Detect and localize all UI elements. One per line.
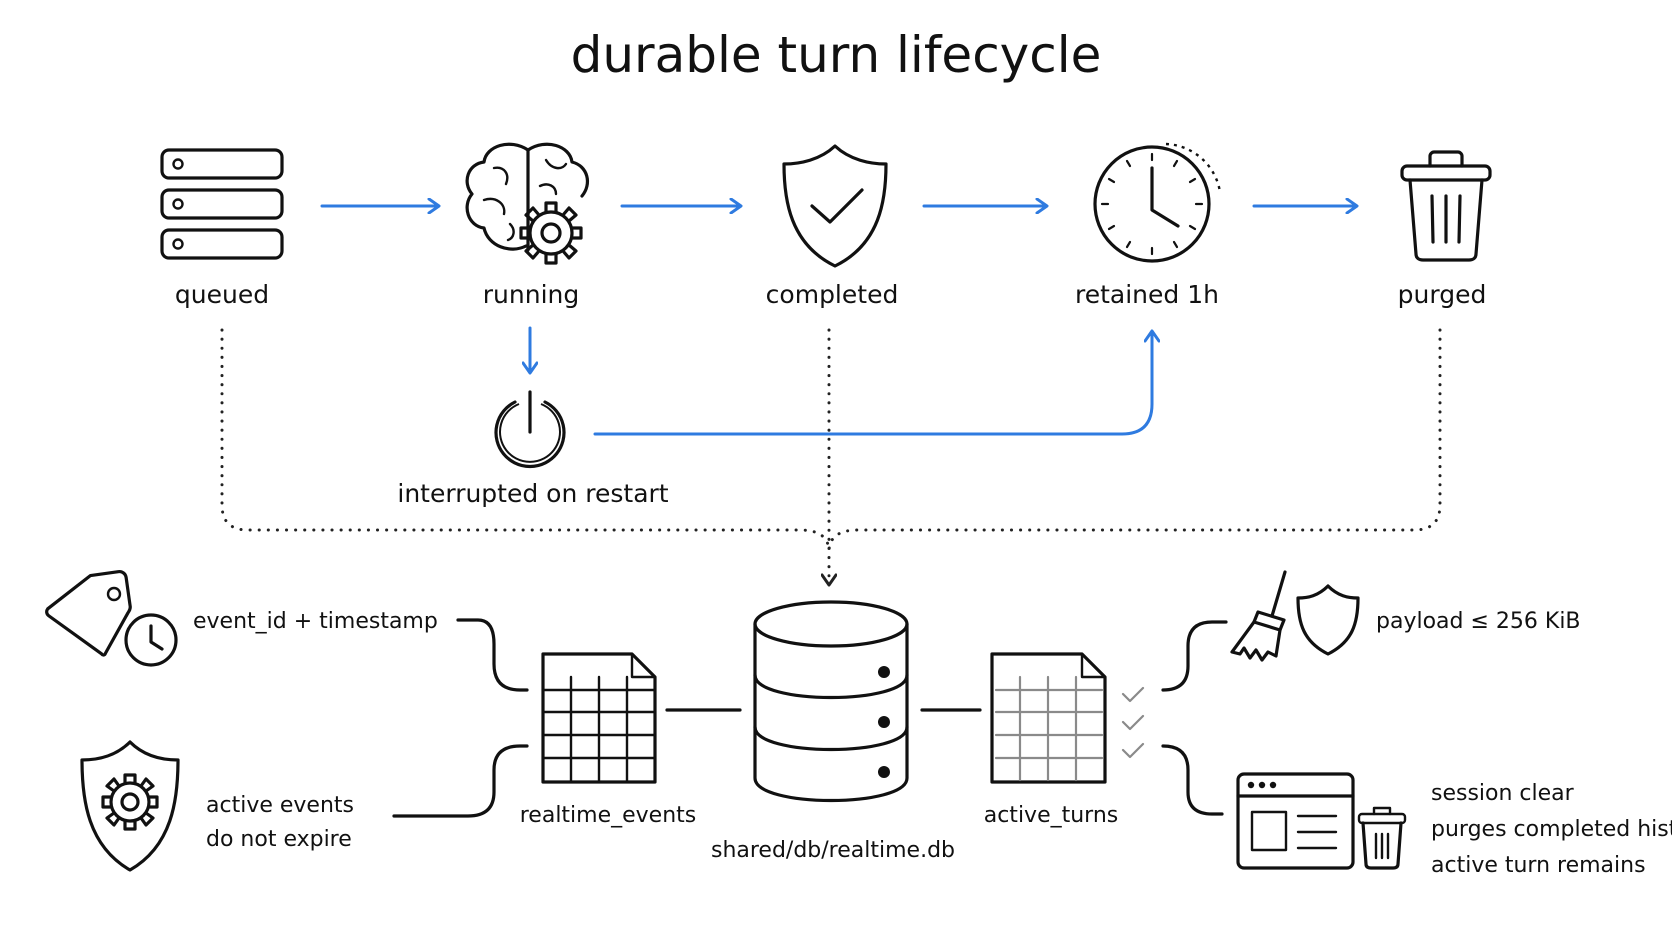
connector-session	[1161, 744, 1224, 816]
state-label-interrupted: interrupted on restart	[397, 479, 668, 508]
payload-limit-note: payload ≤ 256 KiB	[1376, 609, 1581, 634]
small-trash-icon	[1357, 806, 1407, 870]
persist-line-purged	[827, 328, 1442, 554]
active-turns-table-icon	[990, 652, 1107, 784]
checkmarks-icon	[1121, 686, 1145, 759]
events-table-label: realtime_events	[520, 803, 697, 828]
database-icon	[753, 600, 909, 802]
db-path-label: shared/db/realtime.db	[711, 838, 955, 863]
session-note-line2: purges completed history	[1431, 817, 1672, 842]
arrow-interrupted-to-retained	[593, 332, 1152, 436]
broom-shield-icon	[1230, 570, 1360, 662]
shield-check-icon	[782, 144, 888, 268]
session-note-line3: active turn remains	[1431, 853, 1646, 878]
turns-table-label: active_turns	[984, 803, 1119, 828]
shield-gear-icon	[80, 740, 180, 872]
connector-active-events	[392, 744, 529, 818]
brain-gear-icon	[465, 142, 590, 265]
state-label-purged: purged	[1398, 280, 1487, 309]
persist-line-queued	[220, 328, 831, 554]
clock-icon	[1093, 142, 1222, 263]
state-label-retained: retained 1h	[1075, 280, 1219, 309]
browser-window-icon	[1236, 772, 1355, 870]
active-events-note-line2: do not expire	[206, 827, 352, 852]
state-label-completed: completed	[766, 280, 899, 309]
connector-event-key	[456, 618, 529, 692]
realtime-events-table-icon	[541, 652, 657, 784]
state-label-running: running	[483, 280, 579, 309]
trash-icon	[1400, 150, 1492, 262]
server-stack-icon	[160, 148, 284, 260]
active-events-note-line1: active events	[206, 793, 354, 818]
connector-payload	[1161, 620, 1228, 692]
tag-clock-icon	[45, 569, 178, 667]
power-icon	[494, 390, 566, 469]
diagram-title: durable turn lifecycle	[571, 26, 1102, 84]
state-label-queued: queued	[175, 280, 269, 309]
session-note-line1: session clear	[1431, 781, 1575, 806]
event-key-note: event_id + timestamp	[193, 609, 438, 634]
